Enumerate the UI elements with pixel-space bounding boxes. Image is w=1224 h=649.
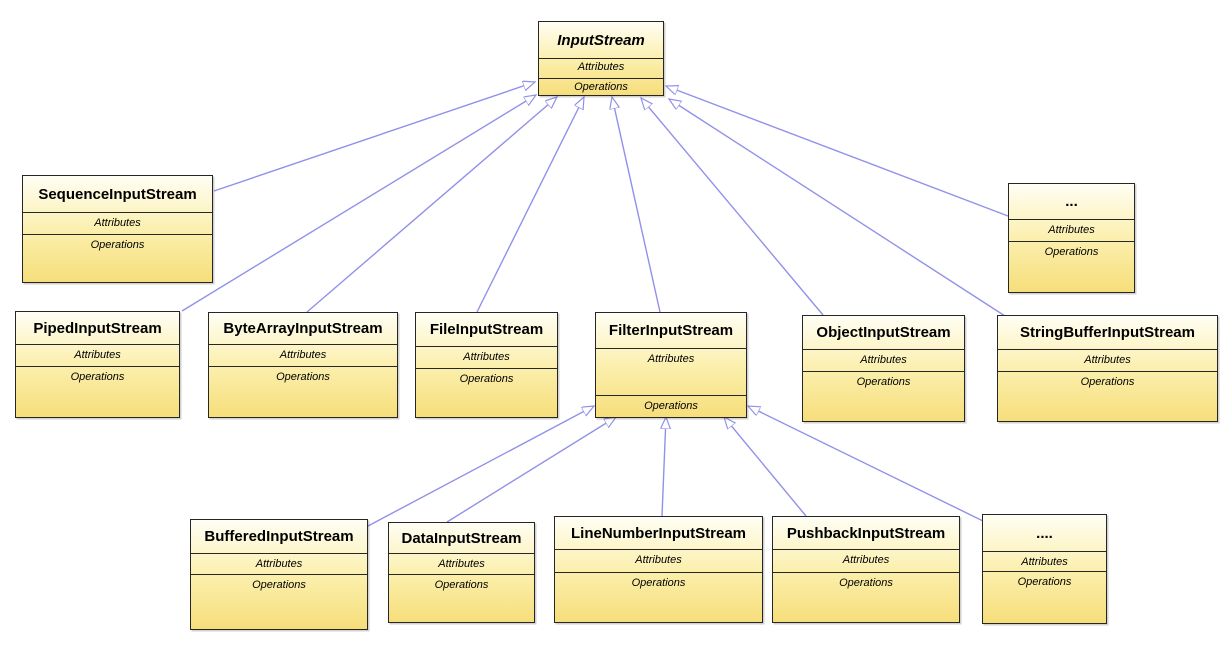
class-name: .... [1036,524,1053,542]
class-box-pushbackinputstream[interactable]: PushbackInputStream Attributes Operation… [772,516,960,623]
class-box-fileinputstream[interactable]: FileInputStream Attributes Operations [415,312,558,418]
class-name: BufferedInputStream [204,528,354,545]
operations-compartment: Operations [803,371,964,421]
generalization-edge-ellipsis-bottom-to-filterinputstream [748,406,984,522]
class-box-ellipsis-top[interactable]: ... Attributes Operations [1008,183,1135,293]
operations-compartment: Operations [191,574,367,629]
class-box-ellipsis-bottom[interactable]: .... Attributes Operations [982,514,1107,624]
class-box-sequenceinputstream[interactable]: SequenceInputStream Attributes Operation… [22,175,213,283]
attributes-compartment: Attributes [16,344,179,366]
operations-compartment: Operations [596,395,746,417]
class-name: LineNumberInputStream [570,524,747,542]
attributes-compartment: Attributes [596,348,746,395]
generalization-edge-bufferedinputstream-to-filterinputstream [367,406,594,527]
generalization-edge-fileinputstream-to-inputstream [476,97,584,313]
attributes-compartment: Attributes [191,553,367,574]
class-name: ... [1065,193,1078,210]
operations-compartment: Operations [983,571,1106,623]
attributes-compartment: Attributes [389,553,534,574]
class-name: PipedInputStream [33,319,162,337]
generalization-edge-objectinputstream-to-inputstream [641,98,824,316]
attributes-compartment: Attributes [209,344,397,366]
attributes-compartment: Attributes [555,549,762,572]
operations-compartment: Operations [555,572,762,622]
generalization-edge-filterinputstream-to-inputstream [612,97,661,313]
class-name: ObjectInputStream [816,324,951,341]
class-box-bufferedinputstream[interactable]: BufferedInputStream Attributes Operation… [190,519,368,630]
generalization-edge-sequenceinputstream-to-inputstream [213,82,535,192]
generalization-edge-pushbackinputstream-to-filterinputstream [724,417,807,517]
operations-compartment: Operations [209,366,397,417]
operations-compartment: Operations [998,371,1217,421]
operations-compartment: Operations [389,574,534,622]
class-box-inputstream[interactable]: InputStream Attributes Operations [538,21,664,96]
class-box-stringbufferinputstream[interactable]: StringBufferInputStream Attributes Opera… [997,315,1218,422]
class-name: InputStream [557,31,645,49]
attributes-compartment: Attributes [998,349,1217,371]
attributes-compartment: Attributes [416,346,557,368]
class-name: DataInputStream [401,529,522,547]
generalization-edge-datainputstream-to-filterinputstream [446,417,616,523]
class-box-filterinputstream[interactable]: FilterInputStream Attributes Operations [595,312,747,418]
class-box-datainputstream[interactable]: DataInputStream Attributes Operations [388,522,535,623]
operations-compartment: Operations [1009,241,1134,292]
class-name: PushbackInputStream [786,524,946,542]
operations-compartment: Operations [416,368,557,417]
attributes-compartment: Attributes [983,551,1106,571]
class-box-pipedinputstream[interactable]: PipedInputStream Attributes Operations [15,311,180,418]
operations-compartment: Operations [23,234,212,282]
class-name: StringBufferInputStream [1019,324,1195,341]
class-name: FileInputStream [429,321,544,338]
operations-compartment: Operations [16,366,179,417]
generalization-edge-pipedinputstream-to-inputstream [181,95,536,312]
attributes-compartment: Attributes [539,58,663,78]
class-name: ByteArrayInputStream [223,320,383,337]
generalization-edge-linenumberinputstream-to-filterinputstream [662,417,666,517]
generalization-edge-bytearrayinputstream-to-inputstream [306,97,557,313]
class-box-linenumberinputstream[interactable]: LineNumberInputStream Attributes Operati… [554,516,763,623]
class-box-bytearrayinputstream[interactable]: ByteArrayInputStream Attributes Operatio… [208,312,398,418]
class-box-objectinputstream[interactable]: ObjectInputStream Attributes Operations [802,315,965,422]
class-name: FilterInputStream [608,322,734,339]
generalization-edge-ellipsis-top-to-inputstream [666,86,1009,217]
class-name: SequenceInputStream [38,185,197,203]
operations-compartment: Operations [539,78,663,95]
attributes-compartment: Attributes [23,212,212,234]
operations-compartment: Operations [773,572,959,622]
attributes-compartment: Attributes [773,549,959,572]
attributes-compartment: Attributes [1009,219,1134,241]
generalization-edge-stringbufferinputstream-to-inputstream [669,99,1006,317]
attributes-compartment: Attributes [803,349,964,371]
